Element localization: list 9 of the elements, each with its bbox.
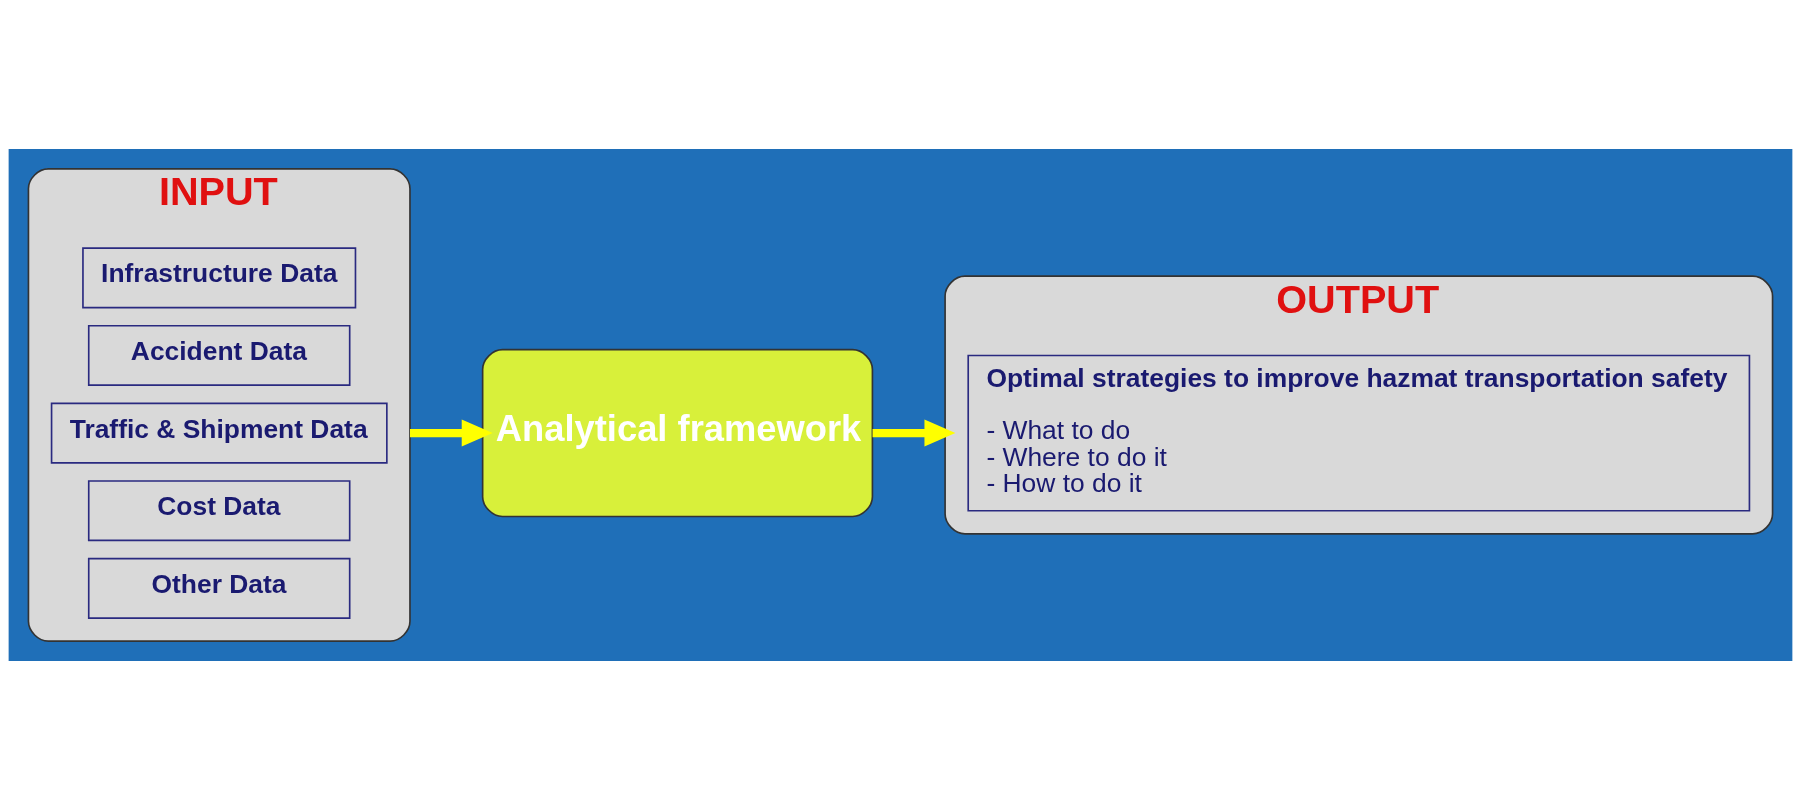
- node-box: Optimal strategies to improve hazmat transportation safety - What to do - Where to do it - How to do it: [967, 354, 1751, 512]
- node-box: Infrastructure Data: [82, 247, 357, 309]
- node-box: Accident Data: [87, 324, 351, 386]
- node-box: Other Data: [87, 557, 351, 619]
- node-box: Traffic & Shipment Data: [50, 402, 388, 464]
- node-box: Cost Data: [87, 480, 351, 542]
- arrow: [872, 419, 956, 447]
- arrow: [409, 419, 493, 447]
- node-box: Analytical framework: [481, 348, 874, 518]
